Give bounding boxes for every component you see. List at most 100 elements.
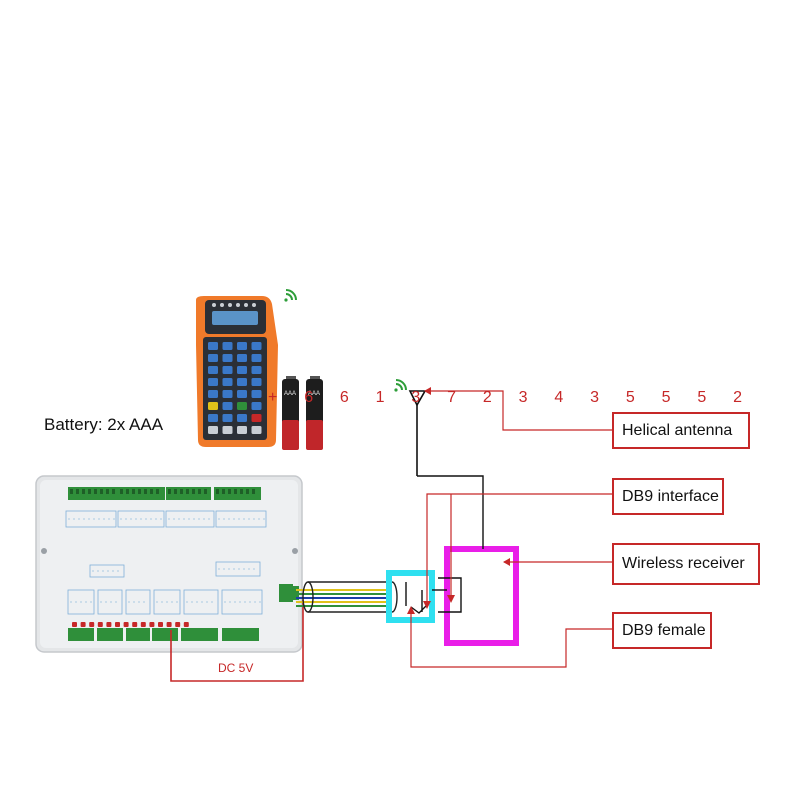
terminal-pin [180, 489, 183, 494]
terminal-block [68, 628, 94, 641]
board-panel [153, 589, 181, 615]
helical-antenna-label: Helical antenna [622, 421, 733, 439]
terminal-block [181, 628, 218, 641]
db9-interface-label: DB9 interface [622, 487, 719, 505]
board-panel [221, 589, 263, 615]
terminal-pin [80, 622, 86, 627]
terminal-pin [204, 489, 207, 494]
terminal-pin [216, 489, 219, 494]
pendant-key [251, 378, 262, 386]
pendant-key [251, 402, 262, 410]
terminal-pin [246, 489, 249, 494]
terminal-block [118, 487, 165, 500]
pendant-key [222, 390, 233, 398]
terminal-pin [88, 489, 91, 494]
pendant-key [208, 342, 218, 350]
controller-board [35, 475, 303, 653]
terminal-pin [72, 622, 77, 627]
terminal-pin [70, 489, 73, 494]
wireless-receiver-box [444, 546, 519, 646]
board-panel [165, 510, 215, 528]
terminal-pin [198, 489, 201, 494]
terminal-pin [132, 489, 135, 494]
pendant-key [208, 402, 218, 410]
board-panel [183, 589, 219, 615]
terminal-pin [166, 622, 172, 627]
terminal-pin [115, 622, 120, 627]
aaa-battery-icon: AAA [306, 376, 323, 450]
db9-interface-callout: DB9 interface [612, 478, 724, 515]
terminal-pin [106, 622, 112, 627]
pendant-key [222, 378, 233, 386]
terminal-pin [97, 622, 103, 627]
dc-power-wire [170, 600, 304, 682]
wireless-receiver-callout: Wireless receiver [612, 543, 760, 585]
terminal-pin [192, 489, 195, 494]
cable [296, 581, 398, 613]
pendant-key [237, 390, 247, 398]
terminal-pin [158, 622, 163, 627]
battery-serial-number: + 6 6 1 3 7 2 3 4 3 5 5 5 2 [268, 389, 754, 406]
board-panel [117, 510, 165, 528]
terminal-pin [132, 622, 138, 627]
db9-female-label: DB9 female [622, 621, 706, 639]
pendant-key [208, 366, 218, 374]
pendant-key [208, 354, 218, 362]
board-panel [97, 589, 123, 615]
pendant-key [237, 426, 247, 434]
pendant-key [237, 366, 247, 374]
terminal-pin [150, 489, 153, 494]
board-panel [125, 589, 151, 615]
pendant-key [222, 402, 233, 410]
board-panel [67, 589, 95, 615]
terminal-pin [76, 489, 79, 494]
receiver-wiring [417, 475, 484, 613]
terminal-block [126, 628, 150, 641]
pendant-key [251, 390, 262, 398]
pendant-key [251, 366, 262, 374]
terminal-pin [126, 489, 129, 494]
terminal-pin [234, 489, 237, 494]
pendant-key [251, 426, 262, 434]
board-panel [65, 510, 117, 528]
callout-arrowheads [407, 387, 510, 614]
pendant-key [251, 414, 262, 422]
pendant-key [208, 378, 218, 386]
pendant-key [222, 354, 233, 362]
terminal-pin [100, 489, 103, 494]
terminal-pin [175, 622, 181, 627]
pendant-key [237, 414, 247, 422]
terminal-pin [140, 622, 146, 627]
terminal-pin [138, 489, 141, 494]
terminal-block [97, 628, 123, 641]
terminal-pin [82, 489, 85, 494]
pendant-key [222, 366, 233, 374]
board-panel [215, 561, 261, 577]
pendant-key [237, 342, 247, 350]
pendant-key [237, 354, 247, 362]
wireless-pendant-icon [196, 296, 278, 447]
db9-interface-wiring [405, 582, 428, 614]
pendant-key [208, 390, 218, 398]
terminal-pin [112, 489, 115, 494]
pendant-key [222, 426, 233, 434]
pendant-key [237, 378, 247, 386]
terminal-block [68, 487, 118, 500]
pendant-key [208, 426, 218, 434]
terminal-pin [228, 489, 231, 494]
terminal-block [222, 628, 259, 641]
terminal-pin [94, 489, 97, 494]
terminal-pin [144, 489, 147, 494]
terminal-pin [240, 489, 243, 494]
terminal-block [214, 487, 261, 500]
callout-leaders [410, 390, 612, 668]
pendant-key [251, 354, 262, 362]
terminal-pin [168, 489, 171, 494]
terminal-pin [183, 622, 189, 627]
dc-power-label: DC 5V [218, 661, 254, 675]
board-panel [215, 510, 267, 528]
wifi-signal-icon [394, 379, 407, 392]
terminal-pin [252, 489, 255, 494]
svg-text:AAA: AAA [284, 391, 296, 397]
